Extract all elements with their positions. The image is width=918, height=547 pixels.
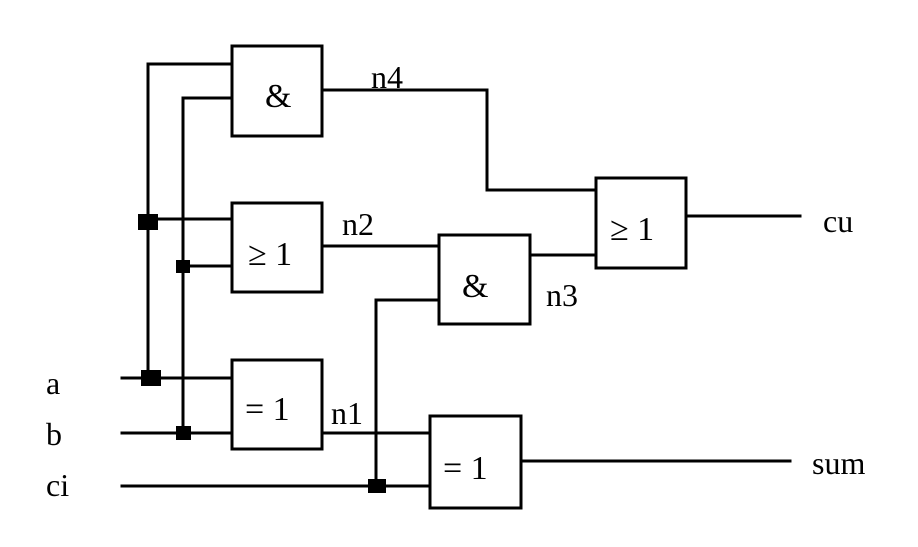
junction-ci-branch	[368, 479, 386, 493]
junction-b-or	[176, 260, 190, 273]
net-label-n4: n4	[371, 59, 403, 95]
input-label-a: a	[46, 365, 60, 401]
gate-or-out: ≥ 1	[594, 176, 688, 270]
wire-n4	[320, 88, 598, 192]
net-label-n1: n1	[331, 395, 363, 431]
gate-and-top: &	[230, 44, 324, 138]
net-label-n3: n3	[546, 277, 578, 313]
gate-xor-out-label: = 1	[443, 450, 488, 487]
gate-xor-ab: = 1	[230, 358, 324, 451]
wire-n1-branch	[374, 298, 441, 488]
gate-and-mid: &	[437, 233, 532, 326]
junctions	[138, 214, 386, 493]
gate-or-out-label: ≥ 1	[610, 211, 654, 248]
input-label-ci: ci	[46, 467, 69, 503]
input-label-b: b	[46, 416, 62, 452]
junction-a-bus	[141, 370, 161, 386]
gate-and-mid-label: &	[462, 268, 488, 305]
junction-a-or	[138, 214, 158, 230]
output-label-sum: sum	[812, 445, 865, 481]
gate-or-ab-label: ≥ 1	[248, 236, 292, 273]
gate-xor-ab-label: = 1	[245, 391, 290, 428]
junction-b-bus	[176, 426, 191, 440]
net-label-n2: n2	[342, 206, 374, 242]
wire-a-bus	[146, 62, 234, 380]
wires	[120, 62, 802, 488]
gate-or-ab: ≥ 1	[230, 201, 324, 294]
wire-b-bus	[181, 96, 234, 435]
output-label-cu: cu	[823, 203, 853, 239]
gate-xor-out: = 1	[428, 414, 523, 510]
gate-and-top-label: &	[265, 78, 291, 115]
